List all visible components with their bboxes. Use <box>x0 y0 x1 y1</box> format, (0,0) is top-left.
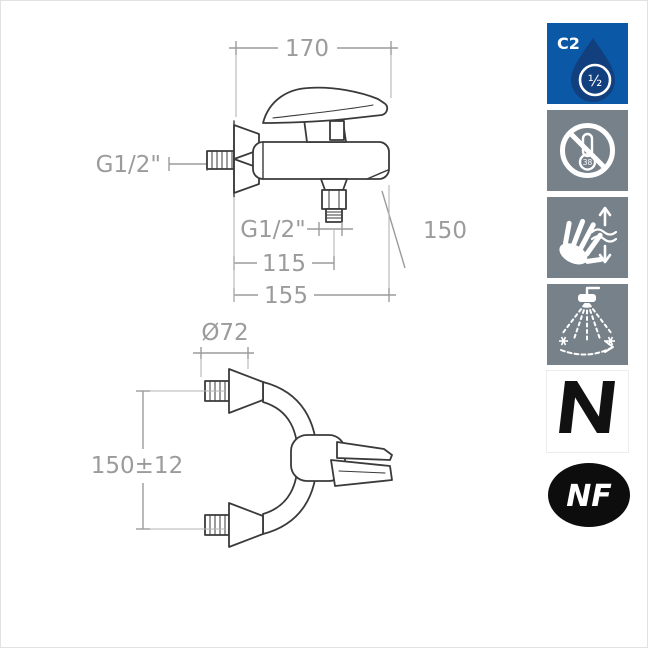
dim-115-label: 115 <box>262 251 306 277</box>
inlet-stub-bottom <box>204 514 230 536</box>
diverter-outlet <box>320 178 348 223</box>
n-letter-mark <box>559 381 615 433</box>
dim-150-label: 150 <box>423 218 467 244</box>
flow-class-label: C2 <box>557 34 580 53</box>
fraction-circle-icon <box>578 63 612 97</box>
dim-center-distance: 150±12 <box>91 390 225 530</box>
nf-oval-background <box>548 463 630 527</box>
inlet-stub <box>206 150 235 170</box>
dim-dia72-label: Ø72 <box>201 320 248 346</box>
label-inlet-thread: G1/2" <box>96 152 208 178</box>
escutcheon-icon <box>228 368 264 414</box>
front-view-drawing: 170 G1/2" <box>96 36 467 309</box>
label-outlet-thread: G1/2" <box>240 217 353 243</box>
spout-side <box>330 459 393 487</box>
asterisk-icon <box>559 336 615 346</box>
faucet-body-front <box>252 141 390 180</box>
inlet-thread-label: G1/2" <box>96 152 161 178</box>
spout-mouth <box>366 169 389 180</box>
hand-adjust-icon <box>547 197 628 278</box>
dim-diameter-72: Ø72 <box>193 320 254 377</box>
flow-class-badge: C2 ½ <box>547 23 628 104</box>
brand-n-logo <box>546 370 629 453</box>
certification-icon-column: C2 ½ 38 <box>546 23 631 528</box>
lever-side <box>336 441 393 461</box>
showerhead-icon <box>578 286 601 302</box>
escutcheon-icon <box>228 502 264 548</box>
dim-155-label: 155 <box>264 283 308 309</box>
prohibition-slash-icon <box>567 130 608 171</box>
no-thermostat-icon: 38 <box>547 110 628 191</box>
dim-155: 155 <box>233 185 396 309</box>
side-view-drawing: Ø72 <box>91 320 393 548</box>
thermometer-temp-label: 38 <box>583 158 593 167</box>
dim-150: 150 <box>381 190 467 269</box>
fraction-label: ½ <box>588 72 603 90</box>
spray-pattern-icon <box>547 284 628 365</box>
nf-badge: NF <box>548 463 630 527</box>
prohibition-circle-icon <box>560 123 615 178</box>
dim-170: 170 <box>229 36 398 117</box>
dim-center-distance-label: 150±12 <box>91 453 183 479</box>
dim-170-label: 170 <box>285 36 329 62</box>
outlet-thread-label: G1/2" <box>240 217 305 243</box>
faucet-body-side <box>290 434 393 487</box>
faucet-handle <box>262 86 389 143</box>
adjust-arc-arrow-icon <box>560 340 614 356</box>
hand-icon <box>559 218 604 265</box>
nf-label: NF <box>566 479 612 514</box>
spray-lines-icon <box>561 303 613 342</box>
